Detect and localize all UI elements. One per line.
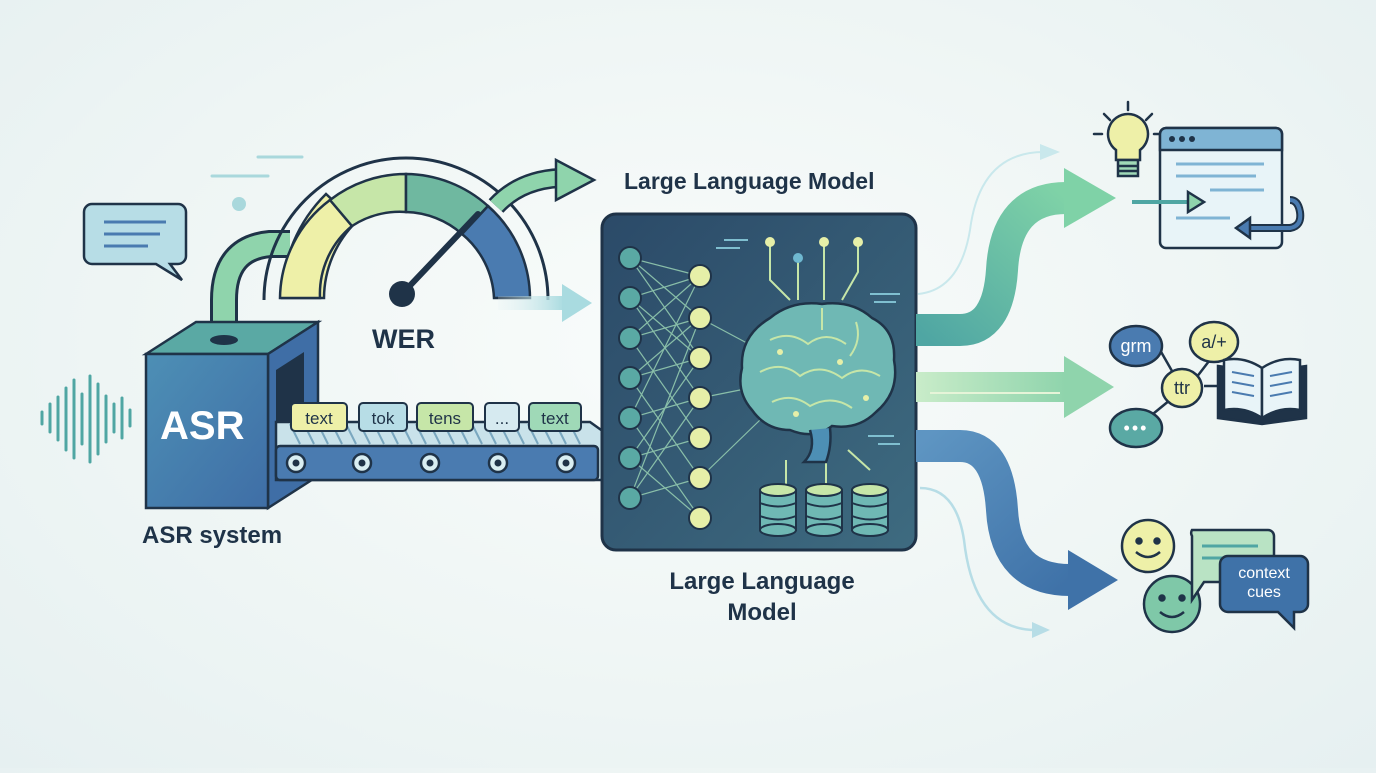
browser-window-icon [1132,126,1305,250]
sound-wave-icon [40,374,132,464]
node-alternatives-label: a/+ [1201,332,1227,352]
gauge-right-arrow [498,296,564,310]
asr-system-label: ASR system [142,522,283,549]
speech-bubble-icon [82,202,188,282]
context-cues-label: context cues [1238,565,1290,601]
wer-label: WER [372,324,435,354]
context-bubble-icon [1189,528,1310,632]
wer-gauge [262,156,550,307]
asr-box-label: ASR [160,404,245,448]
token-chip: tens [416,402,474,432]
node-grammar-label: grm [1120,336,1152,356]
llm-title-bottom: Large Language Model [669,568,855,626]
open-book-icon [1216,357,1308,426]
node-type-token-label: ttr [1174,378,1190,398]
llm-title-top: Large Language Model [624,168,875,194]
llm-panel [600,212,918,552]
database-icon [759,483,889,537]
decorative-dashes [210,155,304,211]
language-graph [1108,320,1240,449]
token-chip: tok [358,402,408,432]
smiley-face-icon [1120,518,1202,634]
token-chip: text [528,402,582,432]
token-chip: ... [484,402,520,432]
node-more-label: ••• [1123,418,1149,438]
lightbulb-icon [1092,100,1164,178]
output-arrows [916,144,1118,638]
token-chip: text [290,402,348,432]
brain-icon [739,302,897,464]
